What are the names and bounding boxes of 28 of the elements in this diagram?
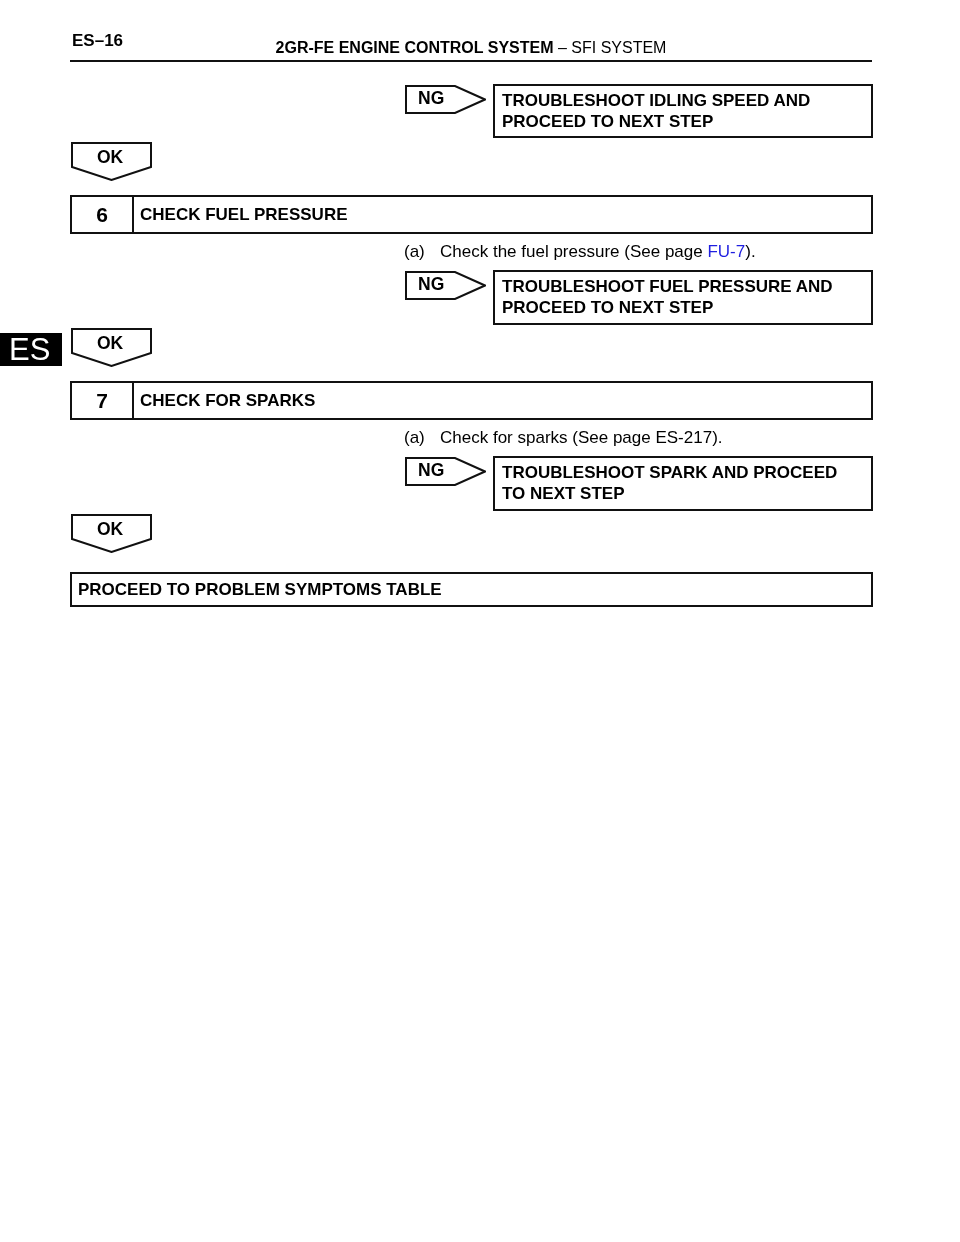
step-title: CHECK FUEL PRESSURE bbox=[139, 203, 348, 226]
result-label: NG bbox=[418, 275, 445, 294]
action-text: TROUBLESHOOT IDLING SPEED AND PROCEED TO NEXT STEP bbox=[502, 90, 812, 132]
action-box bbox=[493, 84, 873, 138]
result-label: OK bbox=[97, 520, 124, 539]
result-label: OK bbox=[97, 148, 124, 167]
step-letter: (a) bbox=[404, 428, 425, 447]
step-letter: (a) bbox=[404, 242, 425, 261]
step-header-box bbox=[70, 195, 873, 234]
page-header: 2GR-FE ENGINE CONTROL SYSTEM – SFI SYSTEM bbox=[275, 39, 667, 57]
instruction-text: Check for sparks (See page ES-217). bbox=[440, 428, 723, 447]
result-text: PROCEED TO PROBLEM SYMPTOMS TABLE bbox=[78, 579, 442, 600]
step-title: CHECK FOR SPARKS bbox=[139, 389, 316, 412]
result-label: NG bbox=[418, 461, 445, 480]
result-label: OK bbox=[97, 334, 124, 353]
instruction-text: Check the fuel pressure (See page FU-7). bbox=[440, 242, 756, 261]
action-text: TROUBLESHOOT FUEL PRESSURE AND PROCEED TO NEXT STEP bbox=[502, 276, 834, 318]
step-number: 6 bbox=[72, 197, 134, 232]
page-link: FU-7 bbox=[707, 242, 746, 261]
page-number: ES–16 bbox=[72, 31, 124, 50]
step-number: 7 bbox=[72, 383, 134, 418]
section-tab: ES bbox=[0, 333, 62, 366]
action-box bbox=[493, 456, 873, 511]
step-header-box bbox=[70, 381, 873, 420]
result-box bbox=[70, 572, 873, 607]
action-box bbox=[493, 270, 873, 325]
result-label: NG bbox=[418, 89, 445, 108]
action-text: TROUBLESHOOT SPARK AND PROCEED TO NEXT STEP bbox=[502, 462, 839, 504]
